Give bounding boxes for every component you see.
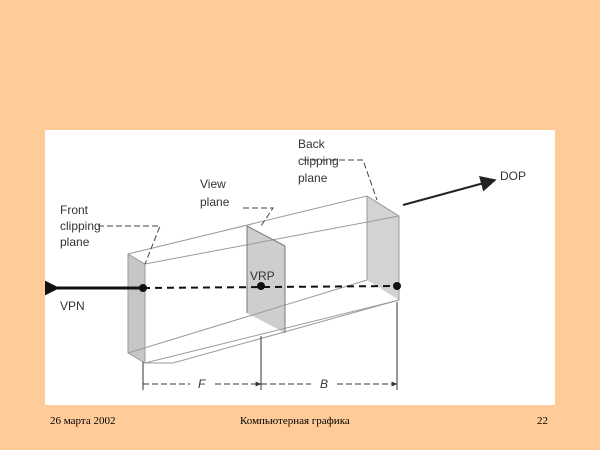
dop-arrow (402, 176, 497, 206)
b-distance-label: B (320, 377, 328, 391)
vpn-axis-dashed (142, 285, 398, 289)
front-clipping-plane-shade (128, 254, 145, 363)
view-plane-label-line2: plane (200, 195, 230, 209)
slide-figure-panel: Back clipping plane View plane Front cli… (45, 130, 555, 405)
front-clipping-label-line1: Front (60, 203, 89, 217)
vpn-label: VPN (60, 299, 85, 313)
view-plane-edges (246, 225, 286, 333)
back-clipping-plane-shade (367, 196, 399, 300)
dop-label: DOP (500, 169, 526, 183)
view-volume-box (127, 195, 400, 364)
vrp-point (257, 282, 265, 290)
vrp-label: VRP (250, 269, 275, 283)
f-distance-label: F (198, 377, 206, 391)
footer-title: Компьютерная графика (240, 415, 350, 427)
dimension-lines (142, 302, 398, 390)
back-clipping-label-line1: Back (298, 137, 326, 151)
front-point (139, 284, 147, 292)
view-plane-shade (247, 226, 285, 333)
back-clipping-label-line2: clipping (298, 154, 339, 168)
back-point (393, 282, 401, 290)
footer-date: 26 марта 2002 (50, 415, 116, 427)
label-leaders (98, 159, 378, 265)
back-clipping-label-line3: plane (298, 171, 328, 185)
footer-page-number: 22 (537, 415, 548, 427)
view-volume-diagram: Back clipping plane View plane Front cli… (45, 137, 526, 391)
front-clipping-label-line3: plane (60, 235, 90, 249)
front-clipping-label-line2: clipping (60, 219, 101, 233)
view-plane-label-line1: View (200, 177, 226, 191)
